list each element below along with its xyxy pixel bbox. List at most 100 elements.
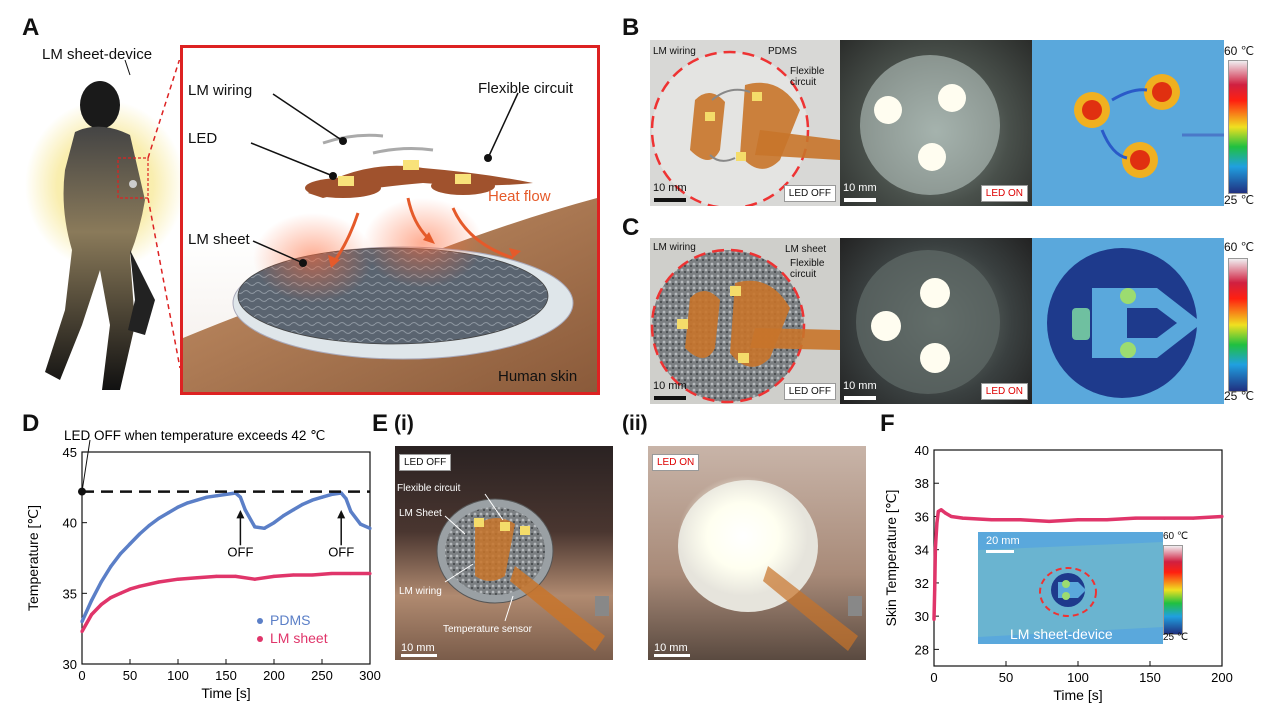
y-tick-label: 38 xyxy=(915,476,929,491)
data-point xyxy=(310,573,314,577)
data-point xyxy=(138,532,142,536)
data-point xyxy=(1076,518,1080,522)
data-point xyxy=(238,495,242,499)
y-tick-label: 36 xyxy=(915,509,929,524)
data-point xyxy=(195,498,199,502)
b-scale-text-left: 10 mm xyxy=(653,182,687,194)
data-point xyxy=(933,546,938,550)
c-colorbar-min: 25 ℃ xyxy=(1224,389,1255,403)
data-point xyxy=(368,526,372,530)
data-point xyxy=(118,552,122,556)
data-point xyxy=(1162,516,1166,520)
y-tick-label: 35 xyxy=(63,586,77,601)
label-flexible-circuit: Flexible circuit xyxy=(478,80,574,97)
x-tick-label: 150 xyxy=(1139,670,1161,685)
series-line-0 xyxy=(932,508,1223,620)
f-inset-colorbar-max: 60 ℃ xyxy=(1163,531,1189,542)
b-scale-text-mid: 10 mm xyxy=(843,182,877,194)
panel-e-sub-ii: (ii) xyxy=(622,412,648,435)
x-tick-label: 300 xyxy=(359,668,381,683)
data-point xyxy=(109,564,113,569)
data-point xyxy=(291,573,295,577)
series-line-lm-sheet xyxy=(80,571,370,633)
e-tag-led-on: LED ON xyxy=(652,454,700,471)
y-tick-label: 28 xyxy=(915,642,929,657)
data-point xyxy=(166,511,170,515)
data-point xyxy=(344,497,348,501)
data-point xyxy=(214,494,218,498)
panel-e-photo-on: LED ON 10 mm xyxy=(648,446,866,660)
callout-leader xyxy=(124,60,131,76)
panel-b-thermal xyxy=(1032,40,1224,206)
data-point xyxy=(1191,516,1195,520)
panel-f-inset-thermal: 20 mm LM sheet-device xyxy=(978,532,1163,644)
panel-b-photo-on: 10 mm LED ON xyxy=(840,40,1032,206)
c-annot-flexible-circuit: Flexible circuit xyxy=(790,258,825,280)
data-point xyxy=(1047,519,1051,524)
panel-b-photo-off: LM wiring PDMS Flexible circuit 10 mm LE… xyxy=(650,40,840,206)
c-scale-bar-left xyxy=(654,396,686,400)
data-point xyxy=(935,521,939,525)
panel-c-label: C xyxy=(622,214,640,241)
data-point xyxy=(147,523,151,528)
y-axis-label: Temperature [℃] xyxy=(25,505,41,611)
panel-a-label: A xyxy=(22,14,40,41)
data-point xyxy=(330,492,334,496)
e-annot-lm-sheet: LM Sheet xyxy=(399,508,442,519)
x-tick-label: 50 xyxy=(999,670,1013,685)
data-point xyxy=(253,525,257,529)
y-tick-label: 40 xyxy=(915,443,929,458)
x-tick-label: 200 xyxy=(1211,670,1233,685)
off-arrowhead xyxy=(337,509,346,519)
label-led: LED xyxy=(188,130,218,147)
data-point xyxy=(99,580,103,584)
f-inset-scale-text: 20 mm xyxy=(986,535,1020,547)
data-point xyxy=(128,587,132,591)
data-point xyxy=(176,577,180,581)
y-tick-label: 30 xyxy=(63,657,77,672)
panel-c-photo-off: LM wiring LM sheet Flexible circuit 10 m… xyxy=(650,238,840,404)
data-point xyxy=(90,598,94,602)
data-point xyxy=(176,505,180,509)
c-colorbar-max: 60 ℃ xyxy=(1224,240,1255,254)
data-point xyxy=(90,612,94,617)
data-point xyxy=(961,516,965,520)
data-point xyxy=(138,584,142,588)
f-inset-caption: LM sheet-device xyxy=(1010,626,1113,642)
e-annot-temperature-sensor: Temperature sensor xyxy=(443,624,532,635)
label-lm-wiring: LM wiring xyxy=(188,82,253,99)
data-point xyxy=(80,620,84,624)
b-tag-led-off: LED OFF xyxy=(783,185,836,202)
data-point xyxy=(80,629,84,634)
y-tick-label: 40 xyxy=(63,516,77,531)
c-scale-bar-mid xyxy=(844,396,876,400)
x-axis-label: Time [s] xyxy=(1053,687,1102,703)
data-point xyxy=(358,522,362,526)
x-tick-label: 50 xyxy=(123,668,137,683)
data-point xyxy=(243,508,247,512)
x-tick-label: 200 xyxy=(263,668,285,683)
data-point xyxy=(368,571,372,576)
x-tick-label: 100 xyxy=(1067,670,1089,685)
b-tag-led-on: LED ON xyxy=(980,185,1028,202)
off-label: OFF xyxy=(227,545,253,560)
x-tick-label: 0 xyxy=(78,668,85,683)
panel-e-sub-i: (i) xyxy=(394,412,414,435)
c-scale-text-left: 10 mm xyxy=(653,380,687,392)
b-colorbar-min: 25 ℃ xyxy=(1224,193,1255,207)
data-point xyxy=(349,509,353,513)
data-point xyxy=(320,495,324,499)
data-point xyxy=(272,574,276,578)
data-point xyxy=(118,591,122,595)
panel-e-label: E xyxy=(372,410,389,437)
data-point xyxy=(262,526,266,530)
c-colorbar xyxy=(1228,258,1248,392)
b-scale-bar-mid xyxy=(844,198,876,202)
y-tick-label: 32 xyxy=(915,576,929,591)
data-point xyxy=(330,571,334,576)
data-point xyxy=(1018,518,1022,522)
y-tick-label: 45 xyxy=(63,445,77,460)
data-point xyxy=(109,595,113,600)
data-point xyxy=(936,509,940,514)
